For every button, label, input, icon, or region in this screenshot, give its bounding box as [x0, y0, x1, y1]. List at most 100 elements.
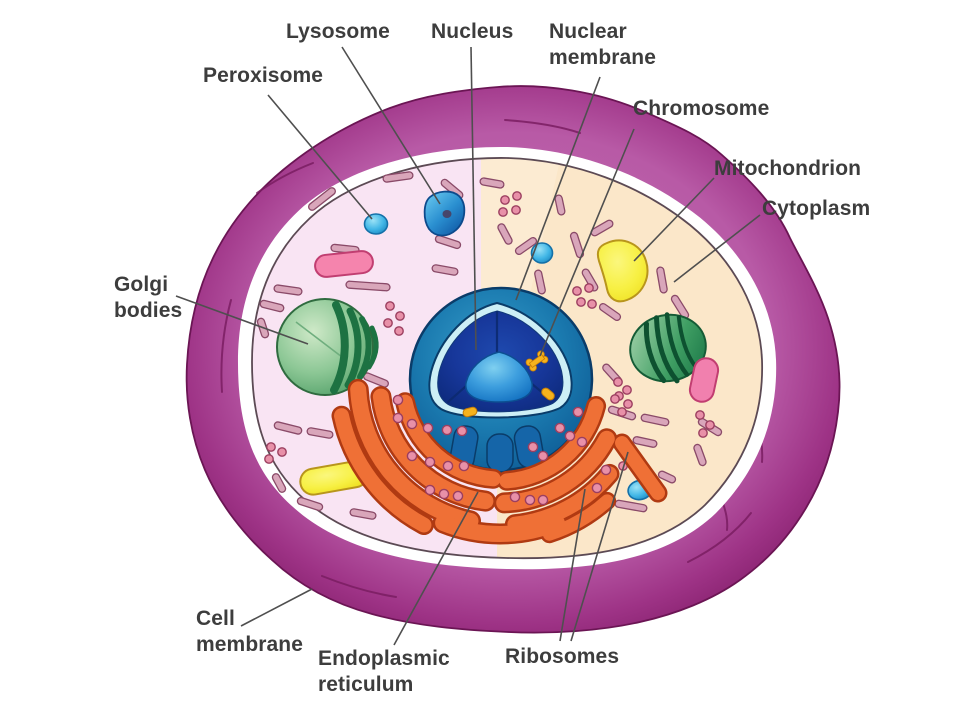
ribosome-dot	[383, 318, 393, 328]
ribosome-dot	[613, 377, 623, 387]
label-golgi-bodies: Golgi bodies	[114, 273, 183, 322]
rod-shape	[306, 427, 334, 439]
er-bound-ribosome-dots	[392, 394, 612, 506]
rod-shape	[259, 299, 285, 313]
ribosome-dot	[266, 442, 276, 452]
rod-shape	[693, 443, 707, 467]
ribosome-dot	[572, 286, 582, 296]
ribosome-dot	[705, 420, 715, 430]
rod-shape	[581, 268, 599, 292]
rod-shape	[497, 223, 513, 245]
label-nuclear-membrane: Nuclear membrane	[549, 20, 657, 69]
peroxisome-upper-right-shape	[530, 242, 554, 264]
ribosome-dot	[424, 456, 436, 468]
rod-shape	[345, 280, 391, 292]
ribosome-dot	[406, 450, 418, 462]
ribosome-dot	[392, 394, 404, 406]
ribosome-dot	[512, 191, 522, 201]
rod-shape	[349, 508, 377, 520]
pink-vesicle-left	[314, 250, 374, 278]
ribosome-dot	[584, 283, 594, 293]
ribosome-dot	[438, 488, 450, 500]
rod-shape	[479, 177, 505, 189]
ribosome-dot	[527, 441, 539, 453]
ribosome-dot	[392, 412, 404, 424]
rod-shape	[307, 187, 337, 211]
ribosome-dot	[458, 460, 470, 472]
leader-cytoplasm	[673, 214, 761, 283]
ribosome-dot	[695, 410, 705, 420]
ribosome-dot	[554, 422, 566, 434]
leader-ribosomes-1	[559, 488, 586, 642]
rod-shape	[640, 413, 670, 427]
nucleus-shape	[408, 286, 594, 473]
ribosome-dot	[511, 205, 521, 215]
label-mitochondrion: Mitochondrion	[714, 157, 862, 180]
leader-peroxisome	[267, 94, 373, 220]
ribosome-dot	[441, 424, 453, 436]
leader-endoplasmic-reticulum	[393, 491, 479, 646]
ribosome-dot	[698, 428, 708, 438]
lysosome-shape	[423, 190, 466, 237]
ribosome-dot	[395, 311, 405, 321]
ribosome-dot	[500, 195, 510, 205]
label-cytoplasm: Cytoplasm	[762, 197, 871, 220]
leader-nuclear-membrane	[515, 76, 601, 301]
ribosome-dot	[264, 454, 274, 464]
ribosome-dot	[452, 490, 464, 502]
leader-cell-membrane	[240, 588, 313, 627]
ribosome-dot	[422, 422, 434, 434]
leader-lines	[175, 46, 761, 646]
nucleus-feet-tabs	[449, 425, 545, 473]
pink-vesicle-right	[688, 357, 720, 403]
ribosome-dot	[385, 301, 395, 311]
ribosome-dot	[587, 299, 597, 309]
ribosome-dot	[442, 460, 454, 472]
ribosome-dot	[617, 407, 627, 417]
leader-mitochondrion	[633, 177, 715, 262]
rod-shape	[656, 266, 668, 294]
ribosome-dot	[277, 447, 287, 457]
ribosome-dot	[524, 494, 536, 506]
rod-shape	[382, 171, 414, 183]
ribosome-dot	[394, 326, 404, 336]
rod-shape	[598, 302, 622, 322]
label-endoplasmic-reticulum: Endoplasmic reticulum	[318, 647, 450, 696]
leader-golgi-bodies	[175, 295, 309, 345]
ribosome-dot	[509, 491, 521, 503]
rod-shape	[271, 473, 287, 493]
ribosome-dot	[623, 399, 633, 409]
label-lysosome: Lysosome	[286, 20, 390, 43]
leader-ribosomes-2	[570, 451, 629, 642]
rod-shape	[296, 496, 324, 512]
golgi-bodies-right-shape	[629, 312, 707, 384]
label-ribosomes: Ribosomes	[505, 645, 620, 668]
ribosome-dot	[424, 484, 436, 496]
label-cell-membrane: Cell membrane	[196, 607, 304, 656]
ribosome-dot	[600, 464, 612, 476]
ribosome-dot	[591, 482, 603, 494]
ribosome-dot	[406, 418, 418, 430]
ribosome-dot	[537, 450, 549, 462]
ribosome-dot	[610, 394, 620, 404]
membrane-crease-lines	[220, 119, 764, 598]
ribosome-dot	[572, 406, 584, 418]
rod-shape	[273, 421, 303, 435]
leader-lysosome	[341, 46, 441, 205]
rod-shape	[273, 284, 303, 296]
rod-shape	[657, 470, 677, 484]
ribosome-dot	[564, 430, 576, 442]
ribosome-dot	[576, 297, 586, 307]
free-ribosome-dots	[264, 191, 715, 471]
rod-shape	[431, 264, 459, 276]
mitochondrion-right-shape	[596, 239, 649, 303]
label-chromosome: Chromosome	[633, 97, 770, 120]
ribosome-dot	[576, 436, 588, 448]
rod-shape	[554, 194, 566, 216]
peroxisome-left-shape	[363, 213, 389, 235]
rod-shape	[632, 436, 658, 448]
label-peroxisome: Peroxisome	[203, 64, 324, 87]
ribosome-dot	[537, 494, 549, 506]
